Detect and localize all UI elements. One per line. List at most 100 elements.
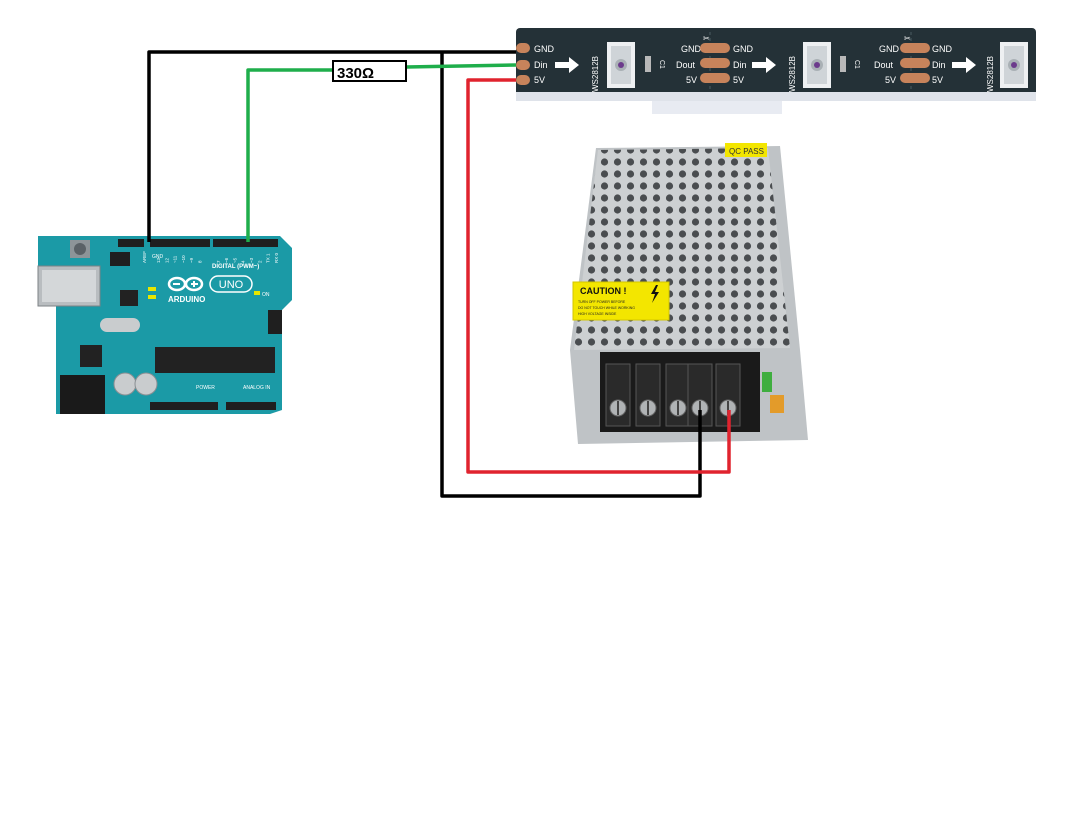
pin-label: 2: [257, 260, 262, 263]
svg-text:GND: GND: [879, 44, 900, 54]
data-direction-arrow-icon: [752, 57, 776, 73]
pad-label-5v: 5V: [534, 75, 545, 85]
on-led: [254, 291, 260, 295]
led-2-die: [814, 62, 820, 68]
led-1: WS2812B C1: [591, 42, 665, 92]
svg-text:Dout: Dout: [874, 60, 894, 70]
svg-text:C1: C1: [853, 60, 860, 69]
pin-label: ~9: [189, 257, 194, 263]
svg-text:DO NOT TOUCH WHILE WORKING: DO NOT TOUCH WHILE WORKING: [578, 306, 635, 310]
strip-edge: [516, 92, 1036, 101]
led-strip: GND Din 5V WS2812B C1 ✂ GND Dout 5V GN: [516, 28, 1036, 114]
brand-label: ARDUINO: [168, 295, 205, 304]
pin-label: 4: [241, 260, 246, 263]
gnd-wire-psu: [440, 52, 702, 498]
atmega-chip: [155, 347, 275, 373]
svg-text:5V: 5V: [733, 75, 744, 85]
model-label: UNO: [219, 279, 244, 291]
power-5v-wire: [466, 78, 731, 474]
data-wire-strip: [405, 63, 517, 69]
pad-gnd: [516, 43, 530, 53]
regulator: [80, 345, 102, 367]
analog-label: ANALOG IN: [243, 385, 271, 391]
usb-chip: [120, 290, 138, 306]
header-top-right: [213, 239, 278, 247]
arduino-uno-board: GND DIGITAL (PWM~) UNO ARDUINO ON POWER …: [37, 236, 292, 414]
icsp-header: [110, 252, 130, 266]
strip-cut-pads-1: GND Dout 5V GND Din 5V: [676, 43, 754, 85]
led-3-chip-label: WS2812B: [986, 56, 995, 92]
svg-text:HIGH VOLTAGE INSIDE: HIGH VOLTAGE INSIDE: [578, 312, 617, 316]
gnd-wire-arduino: [147, 50, 516, 242]
strip-cut-pads-2: GND Dout 5V GND Din 5V: [874, 43, 953, 85]
led-1-chip-label: WS2812B: [591, 56, 600, 92]
svg-text:GND: GND: [733, 44, 754, 54]
high-voltage-icon: [651, 285, 659, 303]
capacitor-2: [840, 56, 846, 72]
power-label: POWER: [196, 385, 215, 391]
capacitor: [113, 372, 137, 396]
svg-text:Din: Din: [932, 60, 946, 70]
pin-label: ~10: [181, 255, 186, 263]
svg-text:QC PASS: QC PASS: [729, 147, 764, 156]
svg-text:TURN OFF POWER BEFORE: TURN OFF POWER BEFORE: [578, 300, 626, 304]
data-wire-arduino: [246, 68, 334, 242]
pin-label: 12: [164, 257, 169, 263]
svg-text:GND: GND: [932, 44, 953, 54]
pin-label: ~3: [249, 257, 254, 263]
capacitor: [134, 372, 158, 396]
svg-text:Dout: Dout: [676, 60, 696, 70]
terminal-screws: [605, 363, 741, 427]
header-analog: [226, 402, 276, 410]
svg-text:5V: 5V: [932, 75, 943, 85]
pad-din: [516, 60, 530, 70]
pin-label: 8: [198, 260, 203, 263]
pin-label-aref: AREF: [142, 251, 147, 263]
pin-label: ~11: [173, 255, 178, 263]
pad-5v: [516, 75, 530, 85]
icsp-header-2: [268, 310, 282, 334]
led-2: WS2812B C1: [788, 42, 860, 92]
svg-text:GND: GND: [681, 44, 702, 54]
capacitor-1: [645, 56, 651, 72]
header-top-mid: [150, 239, 210, 247]
pad-label-gnd: GND: [534, 44, 555, 54]
data-direction-arrow-icon: [555, 57, 579, 73]
header-top-left: [118, 239, 144, 247]
arduino-logo-icon: [167, 276, 204, 292]
svg-text:5V: 5V: [885, 75, 896, 85]
qc-label: [725, 143, 767, 157]
svg-text:C1: C1: [658, 60, 665, 69]
scissors-icon: ✂: [904, 34, 911, 43]
pin-label: ~5: [232, 257, 237, 263]
led-2-chip-label: WS2812B: [788, 56, 797, 92]
pad-label-din: Din: [534, 60, 548, 70]
led-1-die: [618, 62, 624, 68]
svg-text:5V: 5V: [686, 75, 697, 85]
voltage-trim-pot: [770, 395, 784, 413]
power-led: [762, 372, 772, 392]
resistor-330-ohm: 330Ω: [332, 60, 407, 82]
on-label: ON: [262, 292, 270, 298]
data-direction-arrow-icon: [952, 57, 976, 73]
pin-label: 7: [216, 260, 221, 263]
led-3: WS2812B: [986, 42, 1028, 92]
crystal: [100, 318, 140, 332]
pin-label: TX 1: [266, 253, 271, 263]
pin-label: RX 0: [274, 252, 279, 263]
pin-label-gnd: GND: [152, 254, 164, 260]
strip-input-pads: GND Din 5V: [516, 43, 555, 85]
resistor-label: 330Ω: [337, 65, 374, 82]
header-power: [150, 402, 218, 410]
svg-text:Din: Din: [733, 60, 747, 70]
digital-label: DIGITAL (PWM~): [212, 264, 259, 270]
resistor-body: [332, 60, 407, 82]
caution-title: CAUTION !: [580, 286, 627, 296]
power-jack: [60, 375, 105, 414]
pin-label: 13: [156, 257, 161, 263]
pin-label: ~6: [224, 257, 229, 263]
power-supply: QC PASS CAUTION ! TURN OFF POWER BEFORE …: [570, 143, 808, 444]
scissors-icon: ✂: [703, 34, 710, 43]
